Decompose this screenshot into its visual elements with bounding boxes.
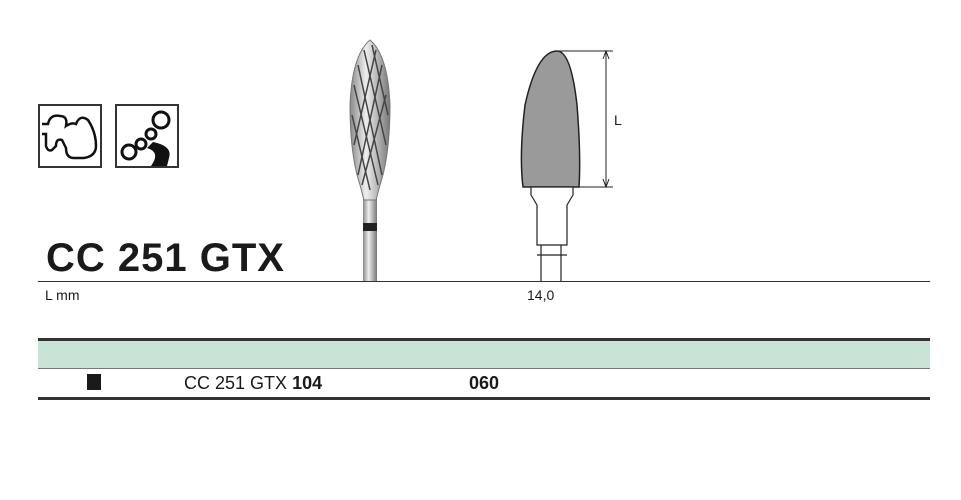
divider [38,281,930,282]
teeth-crown-icon [38,104,102,168]
square-marker-icon [87,374,101,390]
page-title: CC 251 GTX [46,236,285,280]
product-code-suffix: 104 [292,373,323,393]
burr-photo [349,39,391,281]
table-bottom-rule [38,397,930,400]
size-value: 060 [469,373,500,393]
dimension-label: L [614,112,622,128]
product-code: CC 251 GTX [184,373,288,393]
chain-link-icon [115,104,179,168]
table-header-rule [38,368,930,369]
unit-label: L mm [45,287,80,303]
burr-diagram [520,49,613,281]
table-top-rule [38,338,930,341]
table-header-band [38,341,930,368]
length-value: 14,0 [527,287,555,303]
